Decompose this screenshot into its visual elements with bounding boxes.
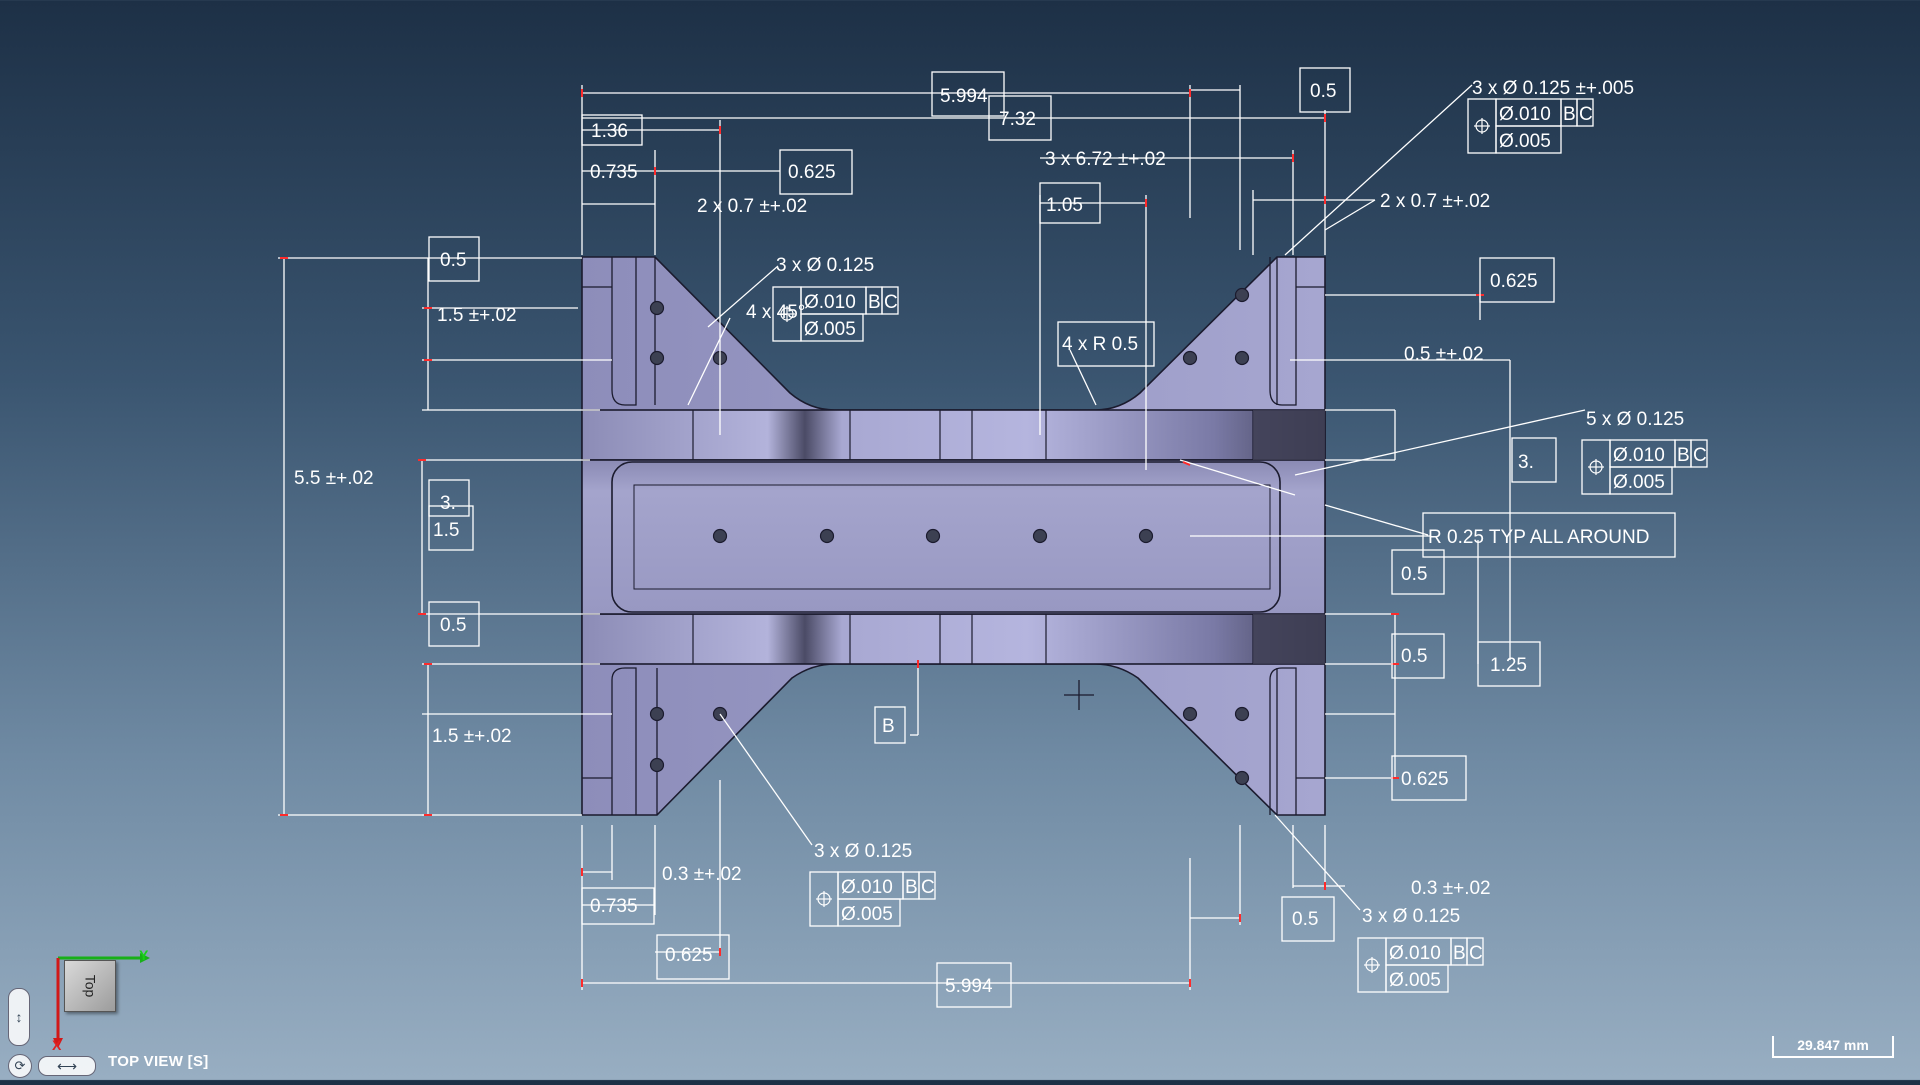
svg-text:Ø.005: Ø.005 [841,904,893,925]
svg-text:Ø.005: Ø.005 [1499,131,1551,152]
svg-text:Ø.005: Ø.005 [1389,970,1441,991]
dim-05c-right: 0.5 [1292,909,1318,930]
dim-05a-right: 0.5 [1401,564,1427,585]
svg-text:Ø.010: Ø.010 [1499,104,1551,125]
dim-2x07-left: 2 x 0.7 ±+.02 [697,196,807,217]
svg-text:B: B [868,292,881,313]
dim-5994-bottom: 5.994 [945,976,993,997]
dim-2x07-right: 2 x 0.7 ±+.02 [1380,191,1490,212]
svg-text:C: C [1693,445,1707,466]
crosshair-cursor-icon [1064,680,1094,710]
note-5x-dia: 5 x Ø 0.125 [1586,409,1684,430]
svg-text:B: B [1677,445,1690,466]
svg-text:Ø.010: Ø.010 [1389,943,1441,964]
dim-732: 7.32 [999,109,1036,130]
svg-text:Ø.005: Ø.005 [804,319,856,340]
position-tolerance-icon [779,118,1604,973]
view-cube-top-face[interactable]: Top [64,960,116,1012]
dim-0735-bottom: 0.735 [590,896,638,917]
dim-0735: 0.735 [590,162,638,183]
note-radius-4x: 4 x R 0.5 [1062,334,1138,355]
vertical-pan-icon[interactable]: ↕ [8,988,30,1046]
svg-text:X: X [52,1037,62,1053]
svg-text:C: C [1469,943,1483,964]
view-name-label: TOP VIEW [S] [108,1053,209,1070]
svg-text:C: C [884,292,898,313]
dim-overall-top: 5.994 [940,86,988,107]
note-3x-dia-a: 3 x Ø 0.125 [776,255,874,276]
dimension-texts: 5.994 7.32 1.36 0.735 0.625 2 x 0.7 ±+.0… [294,78,1684,997]
part-body[interactable] [581,256,1326,816]
dim-136: 1.36 [591,121,628,142]
note-3x-dia-tol: 3 x Ø 0.125 ±+.005 [1472,78,1634,99]
dimension-lines [278,84,1586,990]
dim-03-bottom: 0.3 ±+.02 [662,864,742,885]
dim-15b-left: 1.5 [433,520,459,541]
dim-03-right: 0.3 ±+.02 [1411,878,1491,899]
svg-text:Ø.010: Ø.010 [841,877,893,898]
dim-0625-top: 0.625 [788,162,836,183]
dimension-frames [428,67,1676,1008]
dim-0625-bottom: 0.625 [665,945,713,966]
axis-triad: Y X [52,947,150,1053]
dim-0625-right: 0.625 [1490,271,1538,292]
svg-text:Ø.010: Ø.010 [1613,445,1665,466]
dimension-ticks [280,89,1484,987]
dim-05b-right: 0.5 [1401,646,1427,667]
note-3x-dia-c: 3 x Ø 0.125 [814,841,912,862]
view-cube[interactable]: Top [52,950,152,1040]
dim-05-top-right: 0.5 [1310,81,1336,102]
svg-text:B: B [1453,943,1466,964]
svg-text:B: B [1563,104,1576,125]
dim-105: 1.05 [1046,195,1083,216]
svg-text:C: C [921,877,935,898]
dim-3-right: 3. [1518,452,1534,473]
dim-125-right: 1.25 [1490,655,1527,676]
svg-text:Ø.010: Ø.010 [804,292,856,313]
note-3x-dia-b: 3 x Ø 0.125 [1362,906,1460,927]
note-chamfer: 4 x 45° [746,302,805,323]
svg-text:Y: Y [139,947,149,963]
scale-bar: 29.847 mm [1772,1036,1894,1058]
hole-pattern [649,287,1250,786]
svg-text:Ø.005: Ø.005 [1613,472,1665,493]
orbit-icon[interactable]: ⟳ [8,1054,32,1078]
dim-3x672: 3 x 6.72 ±+.02 [1045,149,1166,170]
horizontal-pan-icon[interactable]: ⟷ [38,1056,96,1076]
dim-05-left-mid: 0.5 [440,615,466,636]
svg-text:B: B [905,877,918,898]
dim-3-left: 3. [440,493,456,514]
dim-55: 5.5 ±+.02 [294,468,374,489]
dim-15-left: 1.5 ±+.02 [437,305,517,326]
svg-text:C: C [1579,104,1593,125]
dim-0625b-right: 0.625 [1401,769,1449,790]
note-radius-typ: R 0.25 TYP ALL AROUND [1428,527,1649,548]
datum-b-label: B [882,716,895,737]
view-cube-label: Top [81,974,98,998]
dim-05-tol-right: 0.5 ±+.02 [1404,344,1484,365]
dim-15-left-bot: 1.5 ±+.02 [432,726,512,747]
dim-05-left-top: 0.5 [440,250,466,271]
